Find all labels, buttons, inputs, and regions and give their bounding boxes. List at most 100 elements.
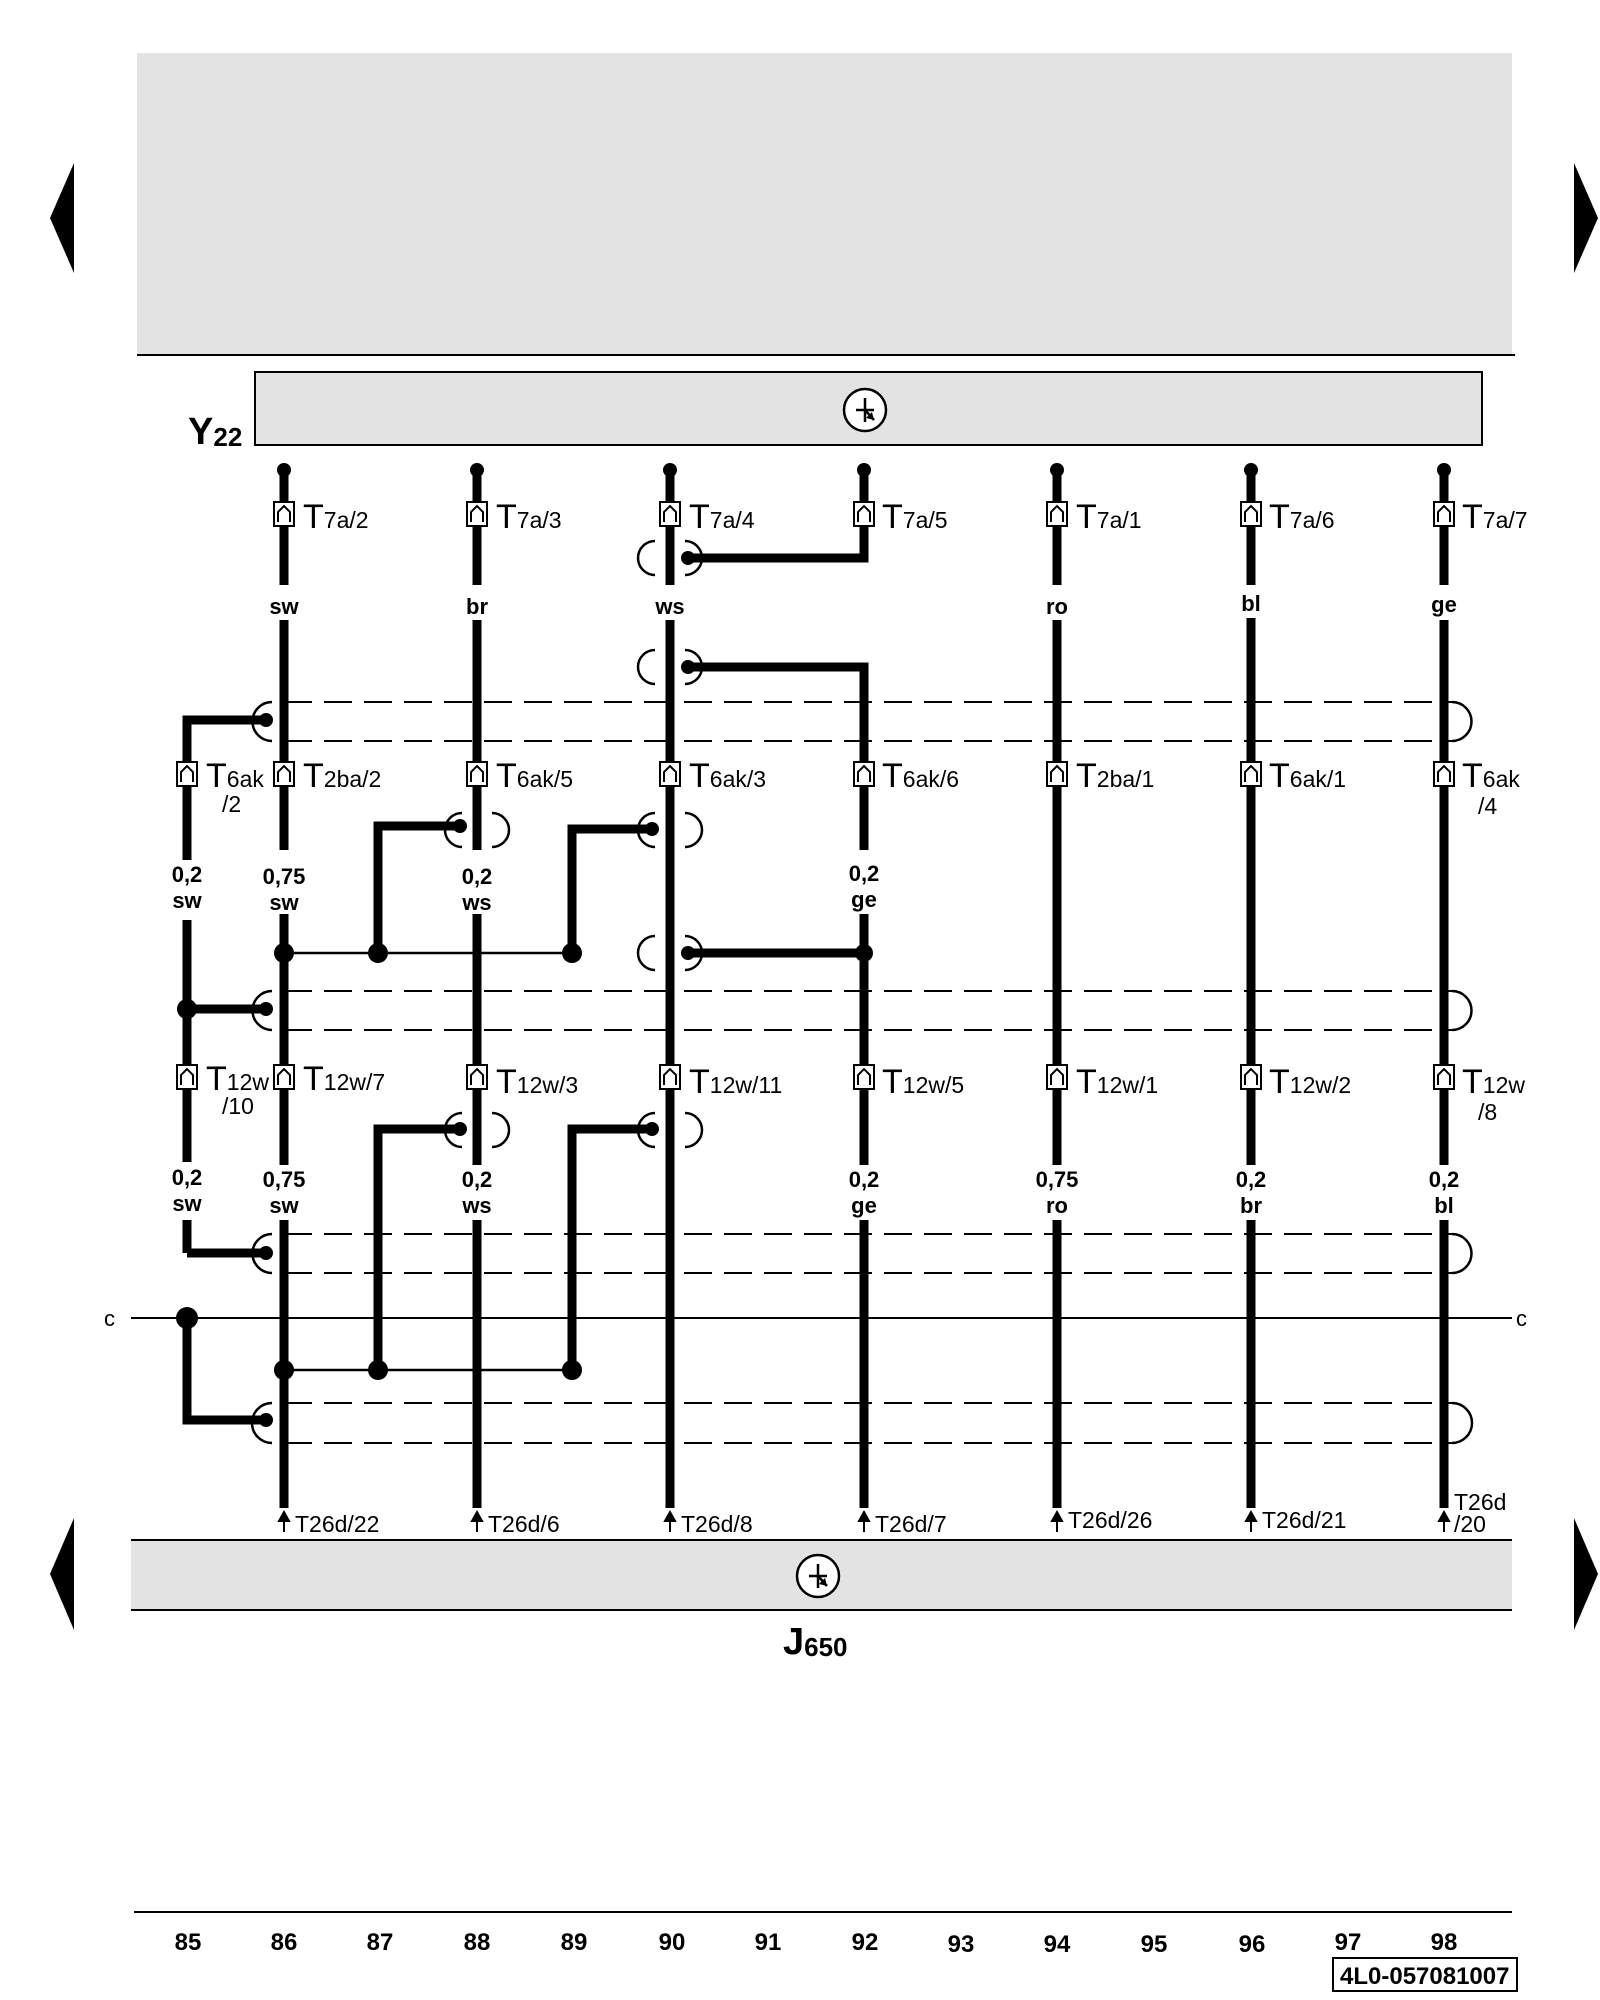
connector-pin-icon: [466, 761, 488, 787]
top-pin-labels: T7a/2 T7a/3 T7a/4 T7a/5 T7a/1 T7a/6 T7a/…: [303, 498, 1528, 536]
svg-text:ge: ge: [851, 1193, 877, 1218]
svg-text:T12w/7: T12w/7: [303, 1060, 385, 1098]
svg-text:T7a/1: T7a/1: [1076, 498, 1142, 536]
prev-page-arrow-icon-lower[interactable]: [50, 1518, 74, 1630]
svg-text:T7a/2: T7a/2: [303, 498, 369, 536]
svg-text:0,2: 0,2: [849, 861, 880, 886]
svg-text:T12w/5: T12w/5: [882, 1063, 964, 1101]
svg-text:T12w/2: T12w/2: [1269, 1063, 1351, 1101]
connector-pin-icon: [176, 1064, 198, 1090]
terminal-arrow-icon: [1244, 1509, 1258, 1532]
svg-text:ge: ge: [851, 887, 877, 912]
bridge-wires: [182, 530, 869, 1425]
svg-text:T7a/4: T7a/4: [689, 498, 755, 536]
svg-text:92: 92: [852, 1929, 879, 1956]
connector-pin-icon: [1240, 761, 1262, 787]
doc-number-box: [1332, 1957, 1518, 1992]
svg-text:ro: ro: [1046, 1193, 1068, 1218]
svg-text:T12w/11: T12w/11: [689, 1063, 782, 1101]
svg-text:T26d/7: T26d/7: [875, 1511, 947, 1537]
connector-pin-icon: [1433, 761, 1455, 787]
component-symbol-icon-j650: [795, 1553, 841, 1599]
svg-text:sw: sw: [172, 1191, 202, 1216]
svg-text:0,2: 0,2: [1429, 1167, 1460, 1192]
svg-text:88: 88: [464, 1929, 491, 1956]
connector-pin-icon: [853, 501, 875, 527]
svg-text:T6ak/5: T6ak/5: [496, 757, 573, 795]
svg-text:90: 90: [659, 1929, 686, 1956]
svg-text:95: 95: [1141, 1931, 1168, 1958]
bottom-pin-labels: T26d/22 T26d/6 T26d/8 T26d/7 T26d/26 T26…: [295, 1489, 1506, 1537]
junction-dots: [176, 463, 1451, 1427]
svg-text:T12w/1: T12w/1: [1076, 1063, 1158, 1101]
terminal-arrow-icon: [857, 1509, 871, 1532]
svg-text:br: br: [1240, 1193, 1262, 1218]
svg-text:ws: ws: [461, 1193, 491, 1218]
svg-text:br: br: [466, 594, 488, 619]
mid-pin-labels: T6ak /2 T2ba/2 T6ak/5 T6ak/3 T6ak/6 T2ba…: [206, 757, 1520, 819]
svg-text:ws: ws: [461, 890, 491, 915]
svg-text:T12w: T12w: [1462, 1063, 1525, 1101]
terminal-arrow-icon: [663, 1509, 677, 1532]
top-area: [137, 53, 1512, 355]
svg-text:sw: sw: [269, 1193, 299, 1218]
svg-text:T26d/21: T26d/21: [1262, 1507, 1346, 1533]
connector-pin-icon: [1046, 1064, 1068, 1090]
component-label-y22: Y22: [188, 411, 242, 453]
svg-text:ws: ws: [654, 594, 684, 619]
terminal-arrow-icons: [277, 1509, 1451, 1532]
svg-text:0,75: 0,75: [1036, 1167, 1079, 1192]
svg-text:bl: bl: [1434, 1193, 1454, 1218]
svg-text:91: 91: [755, 1929, 782, 1956]
prev-page-arrow-icon[interactable]: [50, 163, 74, 273]
svg-text:T6ak: T6ak: [206, 757, 264, 795]
svg-text:T26d/6: T26d/6: [488, 1511, 560, 1537]
svg-text:sw: sw: [269, 594, 299, 619]
svg-text:T26d/26: T26d/26: [1068, 1507, 1152, 1533]
svg-text:0,2: 0,2: [1236, 1167, 1267, 1192]
svg-text:T6ak: T6ak: [1462, 757, 1520, 795]
next-page-arrow-icon-lower[interactable]: [1574, 1518, 1598, 1630]
connector-pin-icon: [1240, 501, 1262, 527]
connector-pin-icon: [1046, 501, 1068, 527]
wire-crossing-arcs: [443, 539, 704, 1149]
connector-pin-icon: [1240, 1064, 1262, 1090]
ref-numbers: 85 86 87 88 89 90 91 92 93 94 95 96 97 9…: [175, 1929, 1458, 1958]
svg-text:0,2: 0,2: [462, 1167, 493, 1192]
svg-text:/10: /10: [222, 1093, 254, 1119]
connector-pin-icon: [659, 761, 681, 787]
svg-text:T6ak/3: T6ak/3: [689, 757, 766, 795]
svg-text:/8: /8: [1478, 1099, 1497, 1125]
svg-text:98: 98: [1431, 1929, 1458, 1956]
connector-pin-icon: [466, 1064, 488, 1090]
svg-text:T26d/22: T26d/22: [295, 1511, 379, 1537]
terminal-arrow-icon: [1050, 1509, 1064, 1532]
svg-text:T26d/8: T26d/8: [681, 1511, 753, 1537]
edge-label-right: c: [1516, 1306, 1527, 1331]
svg-text:T7a/7: T7a/7: [1462, 498, 1528, 536]
terminal-arrow-icon: [470, 1509, 484, 1532]
svg-text:0,2: 0,2: [172, 862, 203, 887]
upper-wire-color-labels: sw br ws ro bl ge: [262, 588, 1466, 619]
connector-pin-icon: [853, 1064, 875, 1090]
connector-pin-icon: [659, 501, 681, 527]
svg-text:T7a/6: T7a/6: [1269, 498, 1335, 536]
low-wire-labels: 0,2 sw 0,75 sw 0,2 ws 0,2 ge 0,75 ro 0,2…: [164, 1162, 1467, 1219]
next-page-arrow-icon[interactable]: [1574, 163, 1598, 273]
svg-text:0,75: 0,75: [263, 1167, 306, 1192]
splice-lines: [284, 951, 574, 1372]
svg-text:T7a/5: T7a/5: [882, 498, 948, 536]
connector-pin-icon: [176, 761, 198, 787]
svg-text:85: 85: [175, 1929, 202, 1956]
connector-pin-icon: [466, 501, 488, 527]
terminal-arrow-icon: [277, 1509, 291, 1532]
doc-number: 4L0-057081007: [1340, 1963, 1509, 1990]
connector-pin-icon: [659, 1064, 681, 1090]
connector-pin-icon: [1433, 501, 1455, 527]
svg-text:T12w: T12w: [206, 1060, 269, 1098]
svg-text:/2: /2: [222, 791, 241, 817]
svg-text:sw: sw: [172, 888, 202, 913]
low-pin-labels: T12w /10 T12w/7 T12w/3 T12w/11 T12w/5 T1…: [206, 1060, 1525, 1125]
svg-text:ge: ge: [1431, 592, 1457, 617]
